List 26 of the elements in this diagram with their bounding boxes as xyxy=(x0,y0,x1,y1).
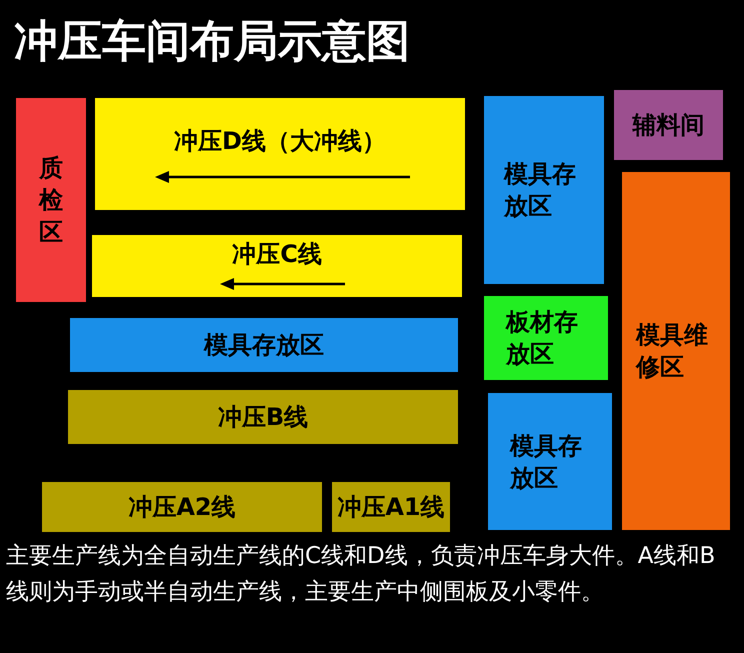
zone-block xyxy=(16,98,86,302)
zone-label: 冲压A2线 xyxy=(128,492,236,523)
zone-label: 辅料间 xyxy=(632,110,704,141)
zone-block xyxy=(484,96,604,284)
zone-block xyxy=(614,90,723,160)
zone-label: 模具存放区 xyxy=(204,330,324,361)
production-line-block xyxy=(92,235,462,297)
zone-block xyxy=(622,172,730,530)
production-line-block xyxy=(332,482,450,532)
zone-label: 冲压A1线 xyxy=(337,492,445,523)
caption: 主要生产线为全自动生产线的C线和D线，负责冲压车身大件。A线和B线则为手动或半自动生产线，主要生产中侧围板及小零件。 xyxy=(6,542,716,607)
zone-label: 模具存放区 xyxy=(510,430,583,494)
zone-block xyxy=(484,296,608,380)
production-line-block xyxy=(70,318,458,372)
production-line-block xyxy=(42,482,322,532)
zone-label: 冲压C线 xyxy=(232,239,322,270)
production-line-block xyxy=(68,390,458,444)
title: 冲压车间布局示意图 xyxy=(14,15,410,69)
zone-block xyxy=(488,393,612,530)
zone-label: 模具维修区 xyxy=(636,320,709,383)
zone-label: 模具存放区 xyxy=(504,159,577,222)
zone-label: 质检区 xyxy=(38,153,64,248)
zone-label: 冲压D线（大冲线） xyxy=(174,126,386,157)
zone-label: 冲压B线 xyxy=(218,402,308,433)
production-line-block xyxy=(95,98,465,210)
zone-label: 板材存放区 xyxy=(506,307,579,370)
